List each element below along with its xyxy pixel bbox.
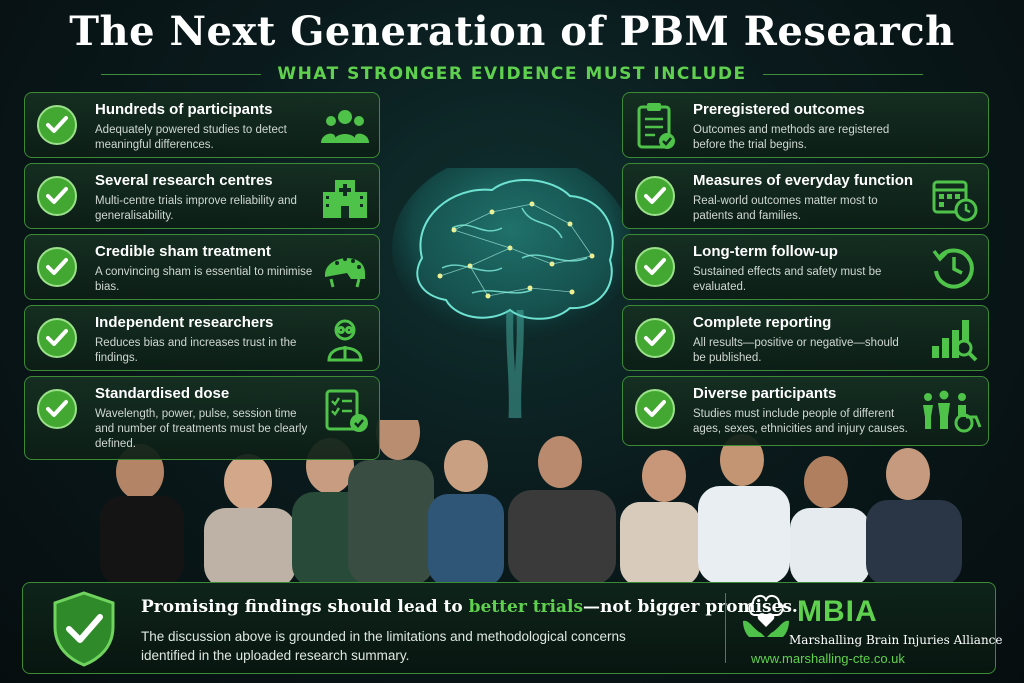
glowing-brain-illustration xyxy=(392,168,632,419)
subtitle-line-left xyxy=(101,73,262,75)
calendar-clock-icon xyxy=(932,180,978,222)
helmet-icon xyxy=(325,257,365,288)
card-several-research-centres: Several research centres Multi-centre tr… xyxy=(24,163,380,229)
card-description: Studies must include people of different… xyxy=(693,408,908,435)
brand-full-name: Marshalling Brain Injuries Alliance xyxy=(789,633,1003,647)
card-title: Credible sham treatment xyxy=(95,243,271,260)
card-title: Independent researchers xyxy=(95,314,274,331)
bar-chart-search-icon xyxy=(932,320,978,362)
card-title: Long-term follow-up xyxy=(693,243,838,260)
history-clock-icon xyxy=(932,248,974,289)
check-icon xyxy=(635,176,675,216)
shield-check-icon xyxy=(53,591,115,667)
card-description: Outcomes and methods are registered befo… xyxy=(693,124,890,151)
card-diverse-participants: Diverse participants Studies must includ… xyxy=(622,376,989,446)
researcher-icon xyxy=(327,319,363,362)
card-description: Sustained effects and safety must be eva… xyxy=(693,266,882,293)
card-measures-of-everyday-function: Measures of everyday function Real-world… xyxy=(622,163,989,229)
banner-headline-start: Promising findings should lead to xyxy=(141,597,469,617)
banner-body: The discussion above is grounded in the … xyxy=(141,629,626,663)
card-description: Real-world outcomes matter most to patie… xyxy=(693,195,878,222)
brand-name: MBIA xyxy=(797,595,878,628)
check-icon xyxy=(635,318,675,358)
diverse-people-icon xyxy=(923,390,982,433)
card-title: Preregistered outcomes xyxy=(693,101,865,118)
check-icon xyxy=(635,247,675,287)
card-credible-sham-treatment: Credible sham treatment A convincing sha… xyxy=(24,234,380,300)
subtitle-row: WHAT STRONGER EVIDENCE MUST INCLUDE xyxy=(0,62,1024,86)
subtitle-line-right xyxy=(762,73,923,75)
card-description: A convincing sham is essential to minimi… xyxy=(95,266,313,293)
card-title: Complete reporting xyxy=(693,314,832,331)
card-description: Multi-centre trials improve reliability … xyxy=(95,195,297,222)
card-hundreds-of-participants: Hundreds of participants Adequately powe… xyxy=(24,92,380,158)
card-title: Hundreds of participants xyxy=(95,101,273,118)
card-title: Several research centres xyxy=(95,172,273,189)
banner-headline-highlight: better trials xyxy=(468,597,584,617)
check-icon xyxy=(37,247,77,287)
banner-divider xyxy=(725,593,726,663)
summary-banner: Promising findings should lead to better… xyxy=(22,582,1003,674)
check-icon xyxy=(37,318,77,358)
check-icon xyxy=(635,389,675,429)
banner-headline-end: —not bigger promises. xyxy=(583,597,798,617)
card-title: Standardised dose xyxy=(95,385,230,402)
subtitle: WHAT STRONGER EVIDENCE MUST INCLUDE xyxy=(277,64,747,84)
group-icon xyxy=(321,110,369,143)
card-standardised-dose: Standardised dose Wavelength, power, pul… xyxy=(24,376,380,460)
check-icon xyxy=(37,389,77,429)
card-description: All results—positive or negative—should … xyxy=(693,337,899,364)
banner-headline: Promising findings should lead to better… xyxy=(141,597,798,617)
brand-url-link[interactable]: www.marshalling-cte.co.uk xyxy=(751,651,905,666)
card-long-term-follow-up: Long-term follow-up Sustained effects an… xyxy=(622,234,989,300)
card-independent-researchers: Independent researchers Reduces bias and… xyxy=(24,305,380,371)
check-icon xyxy=(37,176,77,216)
card-description: Wavelength, power, pulse, session time a… xyxy=(95,408,308,450)
page-title: The Next Generation of PBM Research xyxy=(69,8,955,55)
card-title: Diverse participants xyxy=(693,385,837,402)
check-icon xyxy=(37,105,77,145)
clipboard-icon xyxy=(637,103,675,149)
card-description: Reduces bias and increases trust in the … xyxy=(95,337,297,364)
hospital-icon xyxy=(323,180,367,218)
card-description: Adequately powered studies to detect mea… xyxy=(95,124,287,151)
checklist-icon xyxy=(325,389,368,432)
mbia-logo-icon xyxy=(743,595,789,637)
card-title: Measures of everyday function xyxy=(693,172,914,189)
card-preregistered-outcomes: Preregistered outcomes Outcomes and meth… xyxy=(622,92,989,158)
card-complete-reporting: Complete reporting All results—positive … xyxy=(622,305,989,371)
